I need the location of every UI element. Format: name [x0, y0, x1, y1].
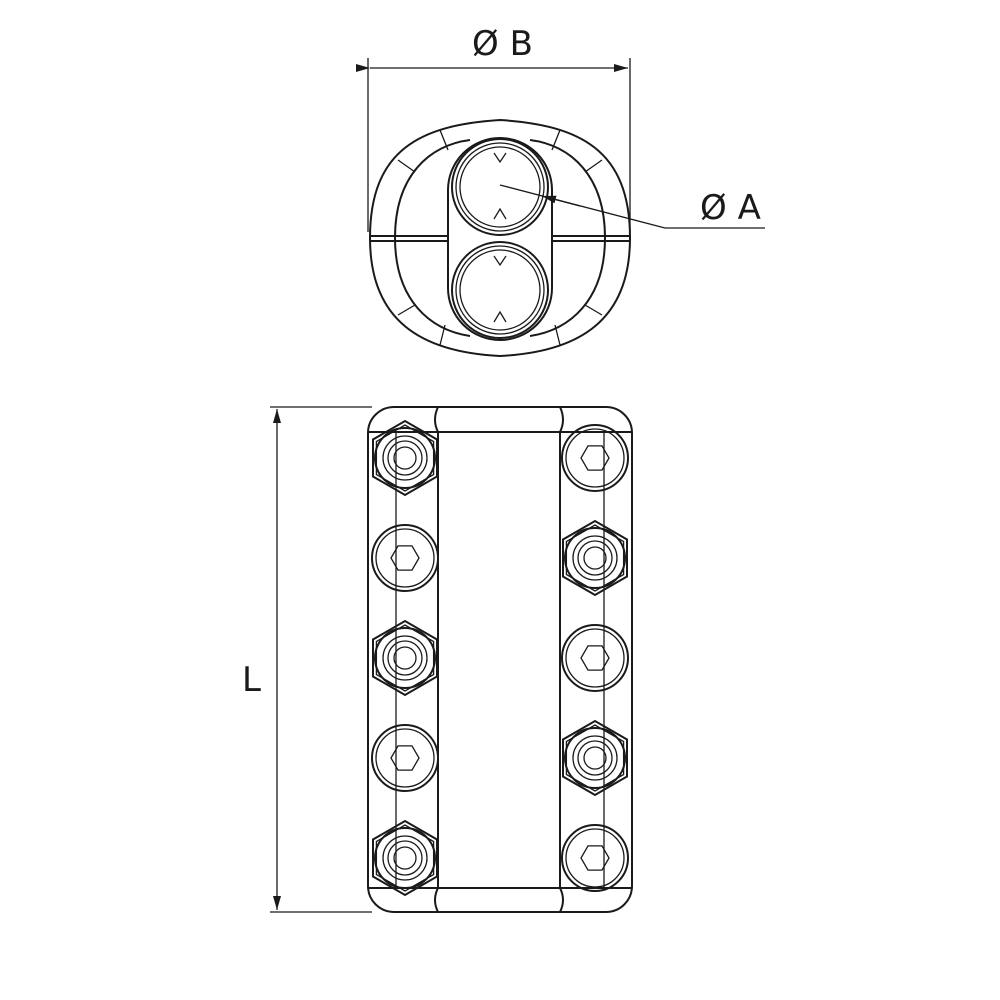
dimension-a-leader: [499, 184, 765, 229]
socket-head-icon: [561, 424, 629, 492]
socket-head-icon: [371, 524, 439, 592]
socket-head-icon: [561, 824, 629, 892]
socket-head-icon: [561, 624, 629, 692]
label-diameter-b: Ø B: [472, 24, 533, 64]
hex-nut-icon: [372, 419, 438, 497]
bolt-group: [371, 419, 629, 897]
label-diameter-a: Ø A: [700, 188, 761, 228]
side-view: [367, 406, 633, 913]
dimension-b: [356, 58, 631, 232]
top-view: [368, 118, 632, 358]
hex-nut-icon: [372, 819, 438, 897]
dimension-l: [270, 406, 372, 913]
socket-head-icon: [371, 724, 439, 792]
hex-nut-icon: [562, 519, 628, 597]
hex-nut-icon: [562, 719, 628, 797]
hex-nut-icon: [372, 619, 438, 697]
label-length: L: [242, 660, 261, 700]
